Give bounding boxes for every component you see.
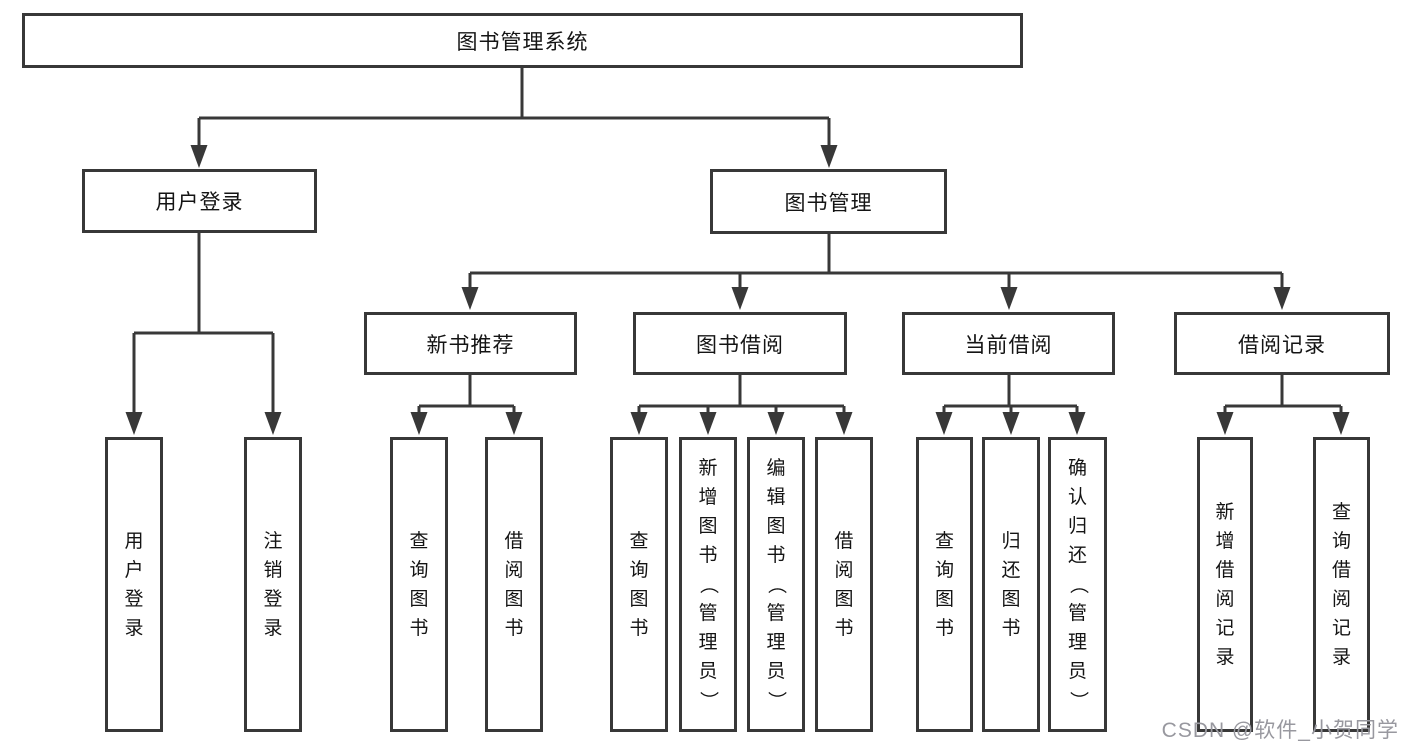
leaf-current-return-book: 归还图书	[982, 437, 1040, 732]
node-user-login: 用户登录	[82, 169, 317, 233]
leaf-records-add-record: 新增借阅记录	[1197, 437, 1253, 732]
connector-book-management-branch	[461, 234, 1291, 310]
connector-borrow-records-branch	[1216, 375, 1350, 435]
connector-root-branch	[190, 68, 838, 168]
node-new-book-recommend: 新书推荐	[364, 312, 577, 375]
leaf-current-query-book: 查询图书	[916, 437, 973, 732]
leaf-logout: 注销登录	[244, 437, 302, 732]
leaf-user-login: 用户登录	[105, 437, 163, 732]
connector-user-login-branch	[125, 232, 282, 435]
connector-new-book-branch	[410, 375, 523, 435]
node-borrow-records: 借阅记录	[1174, 312, 1390, 375]
connector-book-borrow-branch	[630, 375, 853, 435]
leaf-borrow-add-book-admin: 新增图书（管理员）	[679, 437, 737, 732]
leaf-borrow-query-book: 查询图书	[610, 437, 668, 732]
leaf-newbook-query-book: 查询图书	[390, 437, 448, 732]
node-root: 图书管理系统	[22, 13, 1023, 68]
leaf-borrow-borrow-book: 借阅图书	[815, 437, 873, 732]
leaf-records-query-record: 查询借阅记录	[1313, 437, 1370, 732]
leaf-current-confirm-return-admin: 确认归还（管理员）	[1048, 437, 1107, 732]
node-current-borrow: 当前借阅	[902, 312, 1115, 375]
watermark-text: CSDN @软件_小贺同学	[1161, 719, 1399, 742]
connector-current-borrow-branch	[935, 375, 1086, 435]
node-book-management: 图书管理	[710, 169, 947, 234]
node-book-borrow: 图书借阅	[633, 312, 847, 375]
leaf-newbook-borrow-book: 借阅图书	[485, 437, 543, 732]
leaf-borrow-edit-book-admin: 编辑图书（管理员）	[747, 437, 805, 732]
